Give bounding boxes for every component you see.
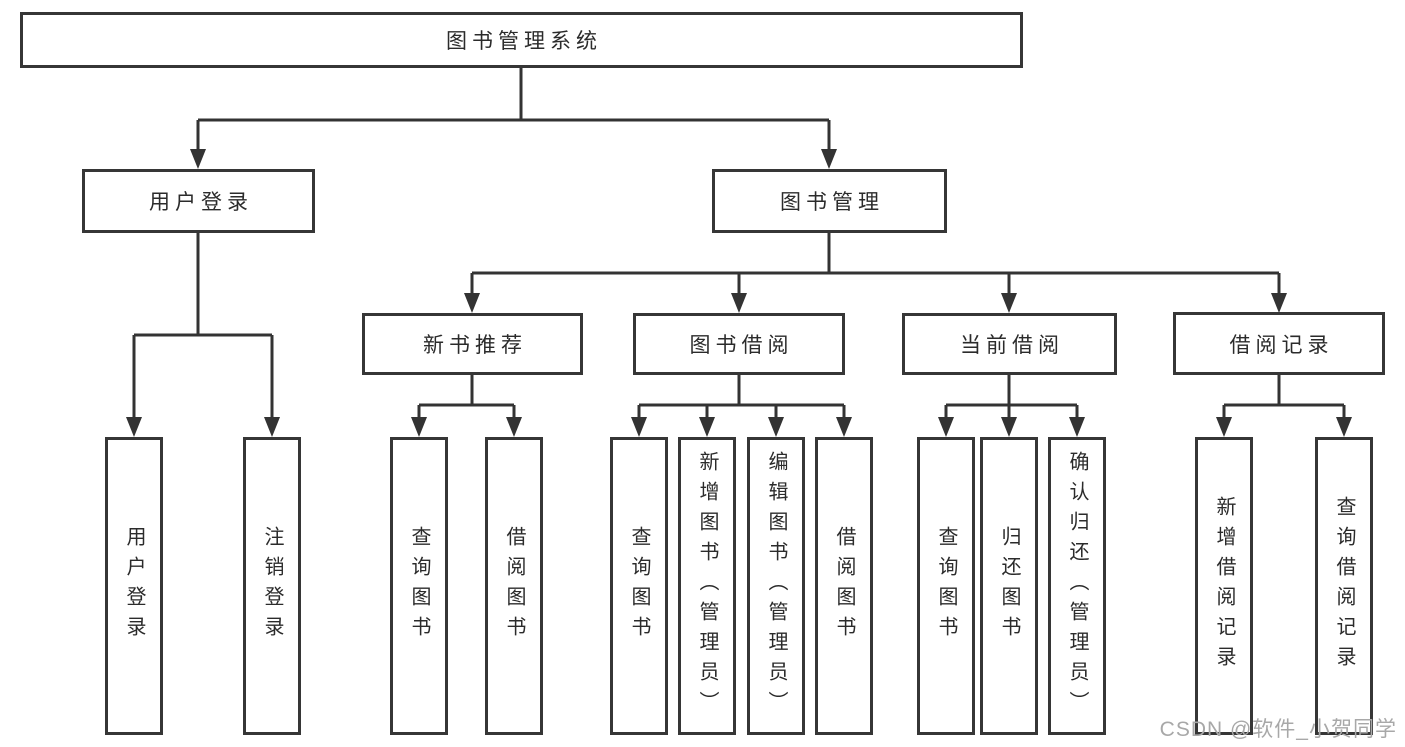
connector-shafts [132,68,1346,421]
leaf-add-book-admin: 新增图书（管理员） [678,437,736,735]
leaf-label: 注销登录 [261,526,283,646]
leaf-confirm-return-admin: 确认归还（管理员） [1048,437,1106,735]
leaf-edit-book-admin: 编辑图书（管理员） [747,437,805,735]
leaf-label: 新增借阅记录 [1213,496,1235,676]
leaf-label: 用户登录 [123,526,145,646]
csdn-watermark: CSDN @软件_小贺同学 [1159,718,1397,741]
leaf-label: 确认归还（管理员） [1066,451,1088,721]
node-book-management: 图书管理 [712,169,947,233]
node-label: 当前借阅 [960,334,1064,357]
node-user-login: 用户登录 [82,169,315,233]
node-book-borrowing: 图书借阅 [633,313,845,375]
leaf-label: 编辑图书（管理员） [765,451,787,721]
node-new-book-recommendation: 新书推荐 [362,313,583,375]
leaf-borrow-books-recommend: 借阅图书 [485,437,543,735]
leaf-query-books-recommend: 查询图书 [390,437,448,735]
node-label: 新书推荐 [423,334,527,357]
leaf-label: 查询图书 [408,526,430,646]
leaf-add-borrow-record: 新增借阅记录 [1195,437,1253,735]
arrowheads [126,149,1352,437]
node-label: 图书管理系统 [446,30,602,53]
leaf-label: 查询借阅记录 [1333,496,1355,676]
leaf-query-borrow-record: 查询借阅记录 [1315,437,1373,735]
node-label: 图书借阅 [689,334,794,357]
leaf-user-login: 用户登录 [105,437,163,735]
node-label: 用户登录 [149,191,253,214]
leaf-borrow-books-borrowing: 借阅图书 [815,437,873,735]
leaf-return-book: 归还图书 [980,437,1038,735]
node-label: 借阅记录 [1229,333,1334,357]
leaf-query-books-current: 查询图书 [917,437,975,735]
leaf-label: 新增图书（管理员） [696,451,718,721]
leaf-query-books-borrowing: 查询图书 [610,437,668,735]
node-borrow-records: 借阅记录 [1173,312,1385,375]
node-library-management-system: 图书管理系统 [20,12,1023,68]
leaf-label: 借阅图书 [833,526,855,646]
leaf-label: 查询图书 [935,526,957,646]
leaf-label: 借阅图书 [503,526,525,646]
leaf-logout-login: 注销登录 [243,437,301,735]
leaf-label: 归还图书 [998,526,1020,646]
node-current-borrowing: 当前借阅 [902,313,1117,375]
node-label: 图书管理 [780,191,884,214]
leaf-label: 查询图书 [628,526,650,646]
